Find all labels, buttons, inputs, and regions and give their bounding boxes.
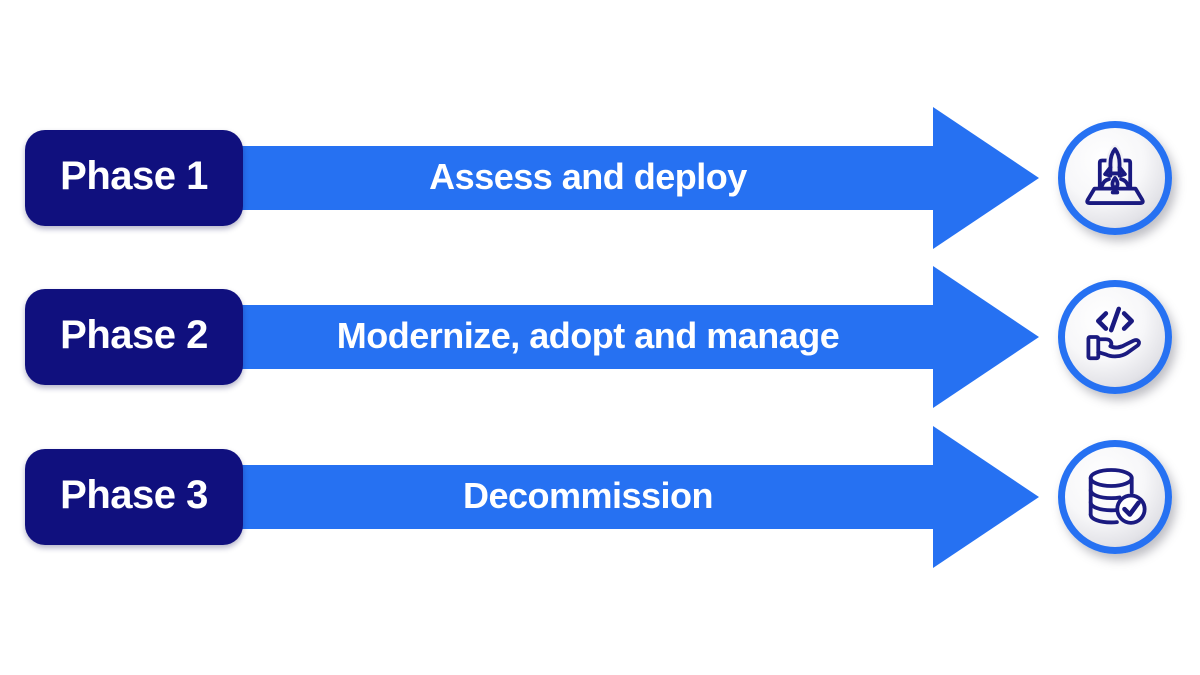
phase-3-box: Phase 3	[25, 449, 243, 545]
phase-row-3: Decommission Phase 3	[0, 417, 1200, 577]
phase-3-arrow-head-icon	[933, 426, 1039, 568]
phase-1-icon-circle	[1058, 121, 1172, 235]
phase-row-1: Assess and deploy Phase 1	[0, 98, 1200, 258]
hand-holding-code-icon	[1086, 306, 1141, 361]
phase-2-arrow: Modernize, adopt and manage	[238, 305, 938, 369]
phase-row-2: Modernize, adopt and manage Phase 2	[0, 257, 1200, 417]
phase-1-description: Assess and deploy	[429, 156, 747, 197]
phase-3-arrow: Decommission	[238, 465, 938, 529]
phase-1-arrow: Assess and deploy	[238, 146, 938, 210]
phase-2-box: Phase 2	[25, 289, 243, 385]
phase-1-box: Phase 1	[25, 130, 243, 226]
phase-1-arrow-head-icon	[933, 107, 1039, 249]
phase-2-icon-circle	[1058, 280, 1172, 394]
database-check-icon	[1088, 468, 1147, 525]
laptop-rocket-launch-icon	[1085, 144, 1145, 205]
phase-3-description: Decommission	[462, 475, 714, 516]
phase-3-icon-circle	[1058, 440, 1172, 554]
phase-2-label: Phase 2	[60, 313, 208, 357]
phase-3-label: Phase 3	[60, 473, 208, 517]
phase-2-arrow-head-icon	[933, 266, 1039, 408]
phase-2-description: Modernize, adopt and manage	[336, 315, 840, 356]
phase-1-label: Phase 1	[60, 154, 208, 198]
